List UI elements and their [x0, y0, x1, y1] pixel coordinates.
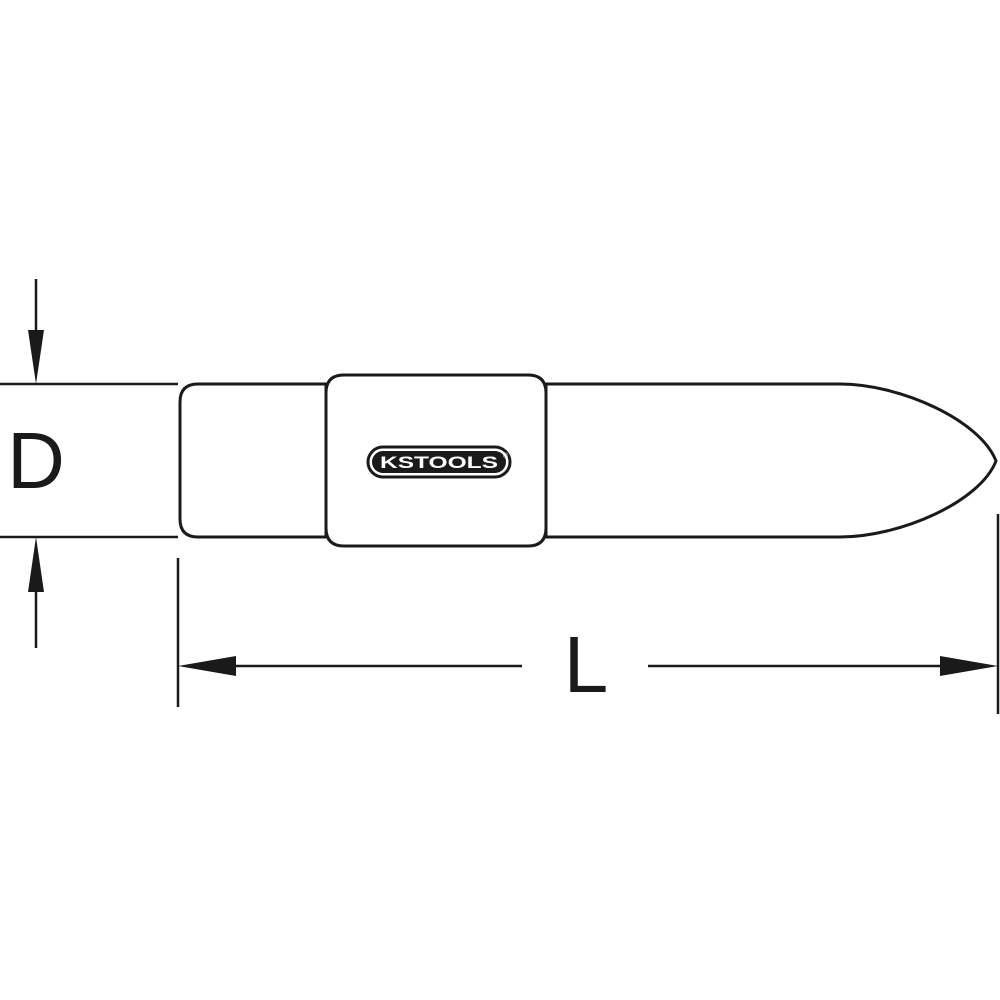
logo-badge-inner	[372, 451, 506, 473]
length-arrowhead-left	[178, 656, 236, 676]
diameter-label: D	[7, 416, 65, 505]
length-arrowhead-right	[940, 656, 998, 676]
diameter-arrowhead-top	[28, 330, 44, 384]
ks-tools-logo: KSTOOLS ®	[366, 445, 512, 479]
length-label: L	[564, 620, 609, 709]
tool-back-section	[178, 382, 328, 539]
registered-mark-icon: ®	[503, 452, 509, 460]
diameter-arrowhead-bottom	[28, 537, 44, 592]
tool-tip-section	[544, 382, 998, 539]
logo-text: KSTOOLS	[380, 453, 498, 472]
